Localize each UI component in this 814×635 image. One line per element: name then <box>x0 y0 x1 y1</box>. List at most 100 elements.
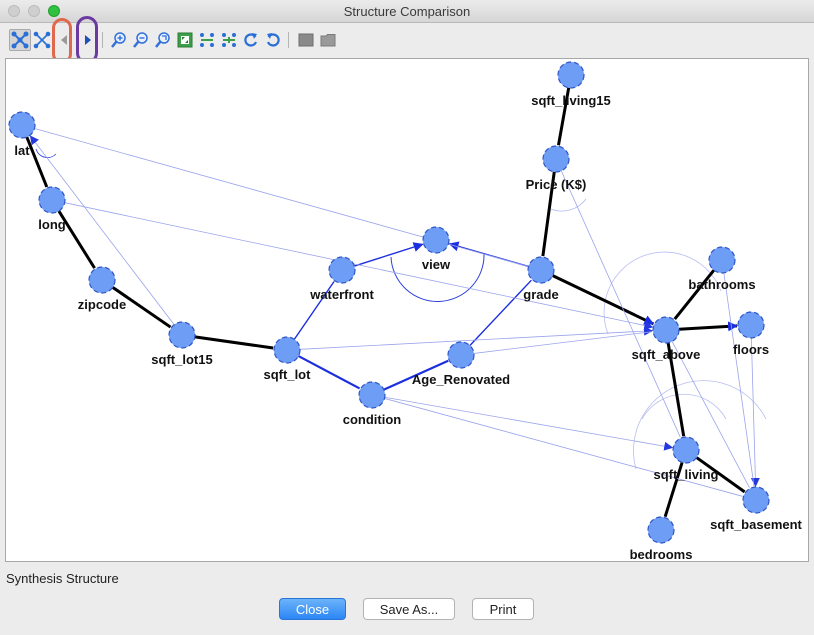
toolbar-separator <box>288 32 289 48</box>
edge-sqft_lot-waterfront <box>293 281 335 340</box>
edge-waterfront-view <box>354 242 424 267</box>
minimize-window-button[interactable] <box>28 5 40 17</box>
edge-bathrooms-sqft_basement <box>723 272 755 487</box>
node-label-sqft_living15: sqft_living15 <box>531 93 610 108</box>
title-bar: Structure Comparison <box>0 0 814 23</box>
fit-to-window-button[interactable] <box>174 29 196 51</box>
node-bathrooms[interactable] <box>708 246 736 274</box>
circle-layout-button[interactable] <box>31 29 53 51</box>
node-label-grade: grade <box>523 287 558 302</box>
zoom-reset-button[interactable] <box>152 29 174 51</box>
node-label-bathrooms: bathrooms <box>688 277 755 292</box>
edge-floors-sqft_basement <box>750 337 760 488</box>
node-sqft_lot15[interactable] <box>168 321 196 349</box>
node-label-sqft_living: sqft_living <box>653 467 718 482</box>
edge-sqft_lot-condition <box>297 355 361 390</box>
node-label-condition: condition <box>343 412 402 427</box>
fit-window-icon <box>177 32 193 48</box>
zoom-out-button[interactable] <box>130 29 152 51</box>
node-sqft_basement[interactable] <box>742 486 770 514</box>
layout-graph-button[interactable] <box>9 29 31 51</box>
edge-sqft_above-sqft_basement <box>671 341 750 488</box>
edge-lat-long <box>25 136 49 188</box>
node-label-price: Price (K$) <box>526 177 587 192</box>
image-icon <box>298 33 314 47</box>
close-window-button[interactable] <box>8 5 20 17</box>
edge-price-sqft_living <box>560 170 681 438</box>
node-label-age_renovated: Age_Renovated <box>412 372 510 387</box>
node-waterfront[interactable] <box>328 256 356 284</box>
node-bedrooms[interactable] <box>647 516 675 544</box>
zoom-window-button[interactable] <box>48 5 60 17</box>
rotate-left-button[interactable] <box>240 29 262 51</box>
zoom-out-icon <box>133 32 148 48</box>
node-floors[interactable] <box>737 311 765 339</box>
graph-circle-icon <box>33 31 51 49</box>
open-folder-button[interactable] <box>317 29 339 51</box>
zoom-in-button[interactable] <box>108 29 130 51</box>
edge-age_renovated-sqft_above <box>473 331 653 354</box>
node-label-zipcode: zipcode <box>78 297 126 312</box>
edge-sqft_living15-price <box>556 87 571 146</box>
edge-long-zipcode <box>57 210 96 269</box>
folder-icon <box>320 34 336 47</box>
expand-vertical-button[interactable] <box>218 29 240 51</box>
node-label-lat: lat <box>14 143 30 158</box>
expand-horizontal-button[interactable] <box>196 29 218 51</box>
node-long[interactable] <box>38 186 66 214</box>
node-label-sqft_lot15: sqft_lot15 <box>151 352 212 367</box>
edge-sqft_above-floors <box>678 321 739 332</box>
edge-sqft_living-bedrooms <box>663 461 684 518</box>
edge-sqft_lot-sqft_above <box>299 326 654 350</box>
expand-horizontal-icon <box>200 33 214 47</box>
node-label-sqft_basement: sqft_basement <box>710 517 802 532</box>
edge-zipcode-sqft_lot15 <box>111 286 172 329</box>
edge-long-sqft_above <box>64 202 654 330</box>
node-sqft_living15[interactable] <box>557 61 585 89</box>
save-as-button[interactable]: Save As... <box>363 598 455 620</box>
close-button[interactable]: Close <box>279 598 346 620</box>
highlight-next <box>76 16 98 64</box>
node-label-floors: floors <box>733 342 769 357</box>
print-button[interactable]: Print <box>472 598 534 620</box>
edge-condition-sqft_living <box>384 396 674 451</box>
rotate-left-icon <box>244 33 258 47</box>
node-label-long: long <box>38 217 65 232</box>
structure-status-label: Synthesis Structure <box>6 571 119 586</box>
save-image-button[interactable] <box>295 29 317 51</box>
edge-grade-lat <box>35 128 529 267</box>
zoom-reset-icon <box>155 32 170 48</box>
node-grade[interactable] <box>527 256 555 284</box>
node-condition[interactable] <box>358 381 386 409</box>
edge-sqft_lot15-sqft_lot <box>194 335 274 350</box>
edge-bathrooms-sqft_above <box>673 269 716 321</box>
node-price[interactable] <box>542 145 570 173</box>
node-sqft_above[interactable] <box>652 316 680 344</box>
node-lat[interactable] <box>8 111 36 139</box>
graph-edges <box>25 87 760 518</box>
node-age_renovated[interactable] <box>447 341 475 369</box>
node-sqft_lot[interactable] <box>273 336 301 364</box>
previous-button[interactable] <box>53 29 75 51</box>
rotate-right-button[interactable] <box>262 29 284 51</box>
edge-sqft_living-sqft_basement <box>695 456 746 494</box>
edge-sqft_above-sqft_living <box>666 342 686 437</box>
graph-layout-icon <box>11 31 29 49</box>
node-label-view: view <box>422 257 451 272</box>
toolbar <box>0 23 814 57</box>
expand-vertical-icon <box>222 33 236 47</box>
edge-condition-sqft_basement <box>384 398 743 497</box>
edge-condition-age_renovated <box>383 359 449 391</box>
rotate-right-icon <box>266 33 280 47</box>
node-zipcode[interactable] <box>88 266 116 294</box>
node-view[interactable] <box>422 226 450 254</box>
next-button[interactable] <box>77 29 99 51</box>
node-label-sqft_lot: sqft_lot <box>264 367 312 382</box>
edge-age_renovated-grade <box>469 279 532 347</box>
node-label-bedrooms: bedrooms <box>630 547 693 561</box>
edge-arcs <box>35 148 767 470</box>
node-sqft_living[interactable] <box>672 436 700 464</box>
chevron-left-icon <box>61 35 67 45</box>
